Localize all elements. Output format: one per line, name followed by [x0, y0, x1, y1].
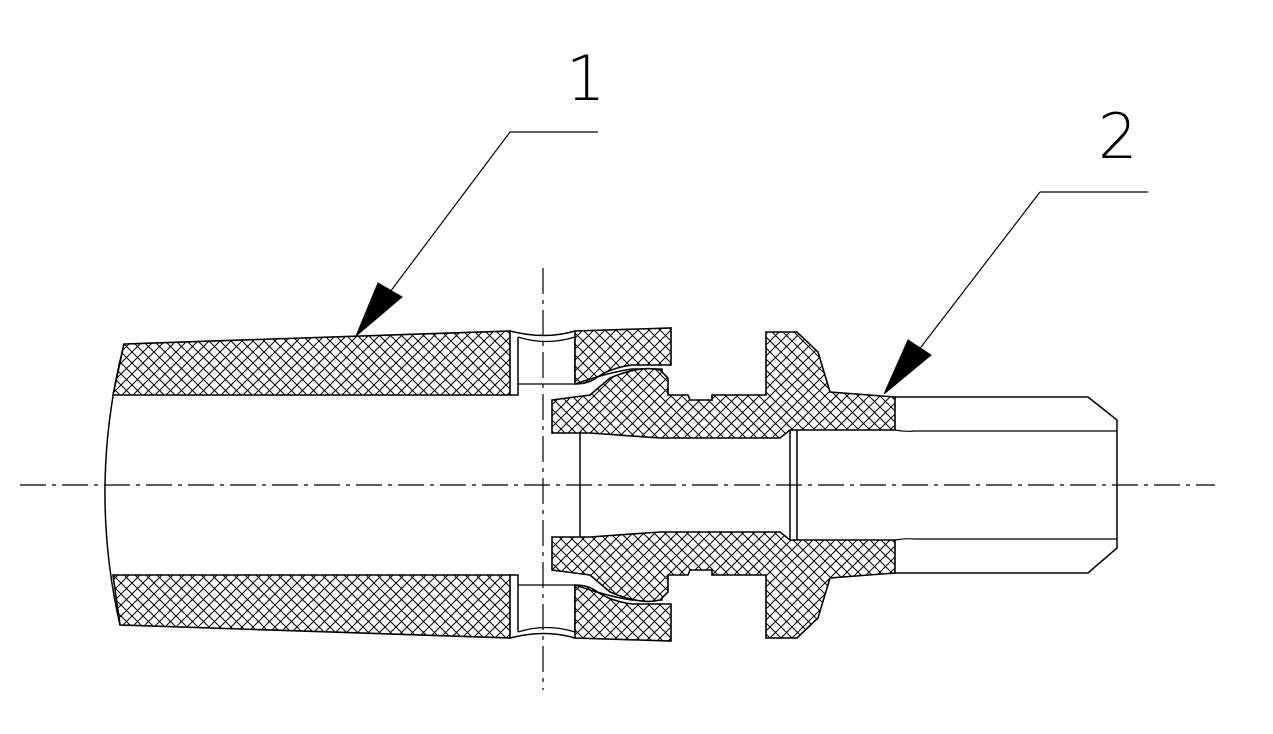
- callout-1-label: 1: [566, 42, 605, 115]
- part-1-lower-groove-inner: [517, 584, 576, 633]
- part-2-insert: [551, 331, 1118, 639]
- part-2-lower-section: [551, 531, 896, 639]
- part-2-tube-inner: [894, 429, 1117, 541]
- callout-2-arrowhead: [883, 339, 932, 395]
- part-1-upper-lip: [574, 368, 663, 392]
- part-1-upper-groove-inner: [517, 336, 576, 385]
- callout-2: 2: [883, 100, 1148, 395]
- part-2-upper-section: [551, 331, 896, 439]
- part-1-upper-wall: [112, 330, 511, 396]
- callout-2-label: 2: [1098, 100, 1137, 173]
- part-1-body: [104, 327, 672, 642]
- callout-1: 1: [355, 42, 605, 337]
- part-2-tube-end: [895, 396, 1118, 574]
- part-2-bore-step: [789, 430, 798, 540]
- callout-1-arrowhead: [355, 282, 403, 337]
- part-1-lower-wall: [112, 574, 511, 639]
